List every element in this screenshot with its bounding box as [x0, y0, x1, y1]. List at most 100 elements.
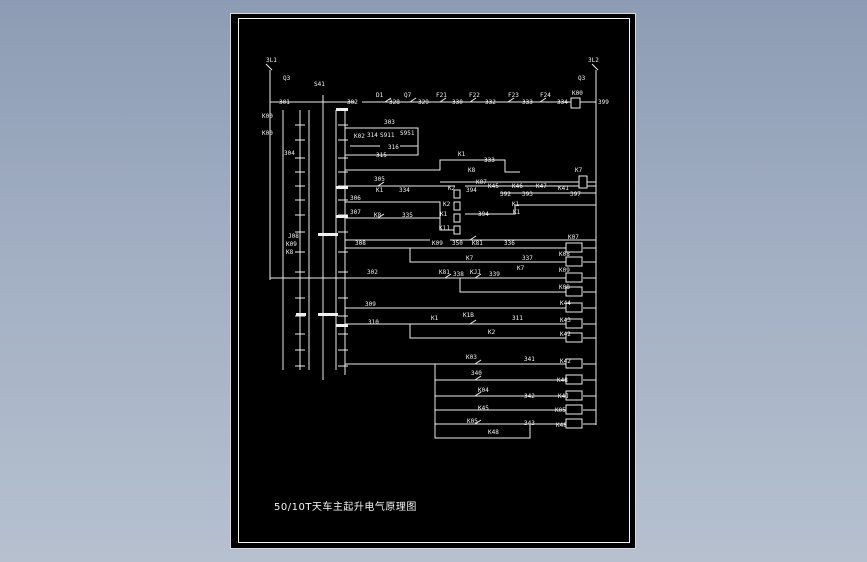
component-label: K43	[560, 317, 571, 324]
component-label: 309	[365, 301, 376, 308]
component-label: K48	[556, 422, 567, 429]
component-label: K03	[466, 354, 477, 361]
component-label: 302	[347, 99, 358, 106]
component-label: 301	[279, 99, 290, 106]
component-label: 306	[350, 195, 361, 202]
component-label: K8	[468, 167, 476, 174]
component-label: 303	[384, 119, 395, 126]
component-label: 337	[522, 255, 533, 262]
component-label: 397	[570, 191, 581, 198]
component-label: 314	[367, 132, 378, 139]
component-label: K05	[467, 418, 478, 425]
component-label: 329	[418, 99, 429, 106]
component-label: 350	[452, 240, 463, 247]
component-label: 328	[389, 99, 400, 106]
component-label: S41	[314, 81, 325, 88]
component-label: K00	[572, 90, 583, 97]
component-label: F24	[540, 92, 551, 99]
component-label: J08	[288, 233, 299, 240]
component-label: K4J	[558, 393, 569, 400]
terminal-dots	[296, 108, 348, 327]
component-label: S951	[400, 130, 415, 137]
component-label: S911	[380, 132, 395, 139]
component-label: K09	[559, 267, 570, 274]
drawing-title: 50/10T天车主起升电气原理图	[274, 500, 417, 513]
component-label: K48	[488, 429, 499, 436]
component-label: K00	[262, 130, 273, 137]
component-label: Q3	[283, 75, 291, 82]
component-label: K1	[376, 187, 384, 194]
component-label: K1	[512, 201, 520, 208]
supply-breaks	[265, 63, 599, 71]
component-label: K00	[262, 113, 273, 120]
component-label: 335	[402, 212, 413, 219]
component-label: K7	[575, 167, 583, 174]
component-label: 302	[367, 269, 378, 276]
component-label: 307	[350, 209, 361, 216]
component-label: K45	[478, 405, 489, 412]
component-label: Q3	[578, 75, 586, 82]
component-label: Q7	[404, 92, 412, 99]
component-label: K2	[448, 185, 456, 192]
component-label: 333	[522, 99, 533, 106]
relay-coils	[453, 97, 588, 429]
component-label: K08	[559, 284, 570, 291]
component-label: K07	[568, 234, 579, 241]
component-label: K81	[472, 240, 483, 247]
component-label: K09	[286, 241, 297, 248]
coil-k07	[565, 242, 583, 253]
component-label: 342	[524, 393, 535, 400]
component-label: 3L1	[266, 57, 277, 64]
component-label: 341	[524, 356, 535, 363]
schematic-wiring	[265, 63, 599, 439]
component-label: 340	[471, 370, 482, 377]
component-label: K7	[517, 265, 525, 272]
component-label: K1	[513, 209, 521, 216]
component-label: K41	[558, 185, 569, 192]
component-label: K1B	[463, 312, 474, 319]
component-label: F22	[469, 92, 480, 99]
component-label: 3L2	[588, 57, 599, 64]
component-label: 316	[388, 144, 399, 151]
component-label: 315	[376, 152, 387, 159]
component-label: K42	[560, 331, 571, 338]
component-label: 332	[485, 99, 496, 106]
component-label: K2	[443, 201, 451, 208]
component-label: 339	[489, 271, 500, 278]
component-label: 305	[374, 176, 385, 183]
component-label: K42	[560, 358, 571, 365]
component-label: K48	[557, 377, 568, 384]
coil-k00	[570, 97, 581, 109]
component-label: 336	[504, 240, 515, 247]
component-label: 392	[500, 191, 511, 198]
component-label: K1	[440, 211, 448, 218]
component-label: K08	[559, 251, 570, 258]
component-label: K2	[488, 329, 496, 336]
component-label: KJJ	[470, 269, 481, 276]
component-label: 311	[512, 315, 523, 322]
component-label: 310	[368, 319, 379, 326]
component-label: 308	[355, 240, 366, 247]
component-label: K1	[458, 151, 466, 158]
component-label: 334	[557, 99, 568, 106]
component-label: 343	[524, 420, 535, 427]
component-label: K7	[466, 255, 474, 262]
component-label: K02	[354, 133, 365, 140]
component-label: 394	[466, 187, 477, 194]
component-label: K1J	[439, 225, 450, 232]
component-label: K45	[488, 183, 499, 190]
drawing-border	[238, 18, 630, 543]
component-label: K81	[439, 269, 450, 276]
coil-k7	[578, 175, 588, 189]
component-label: D1	[376, 92, 384, 99]
component-label: 399	[598, 99, 609, 106]
component-label: K09	[432, 240, 443, 247]
component-label: 330	[452, 99, 463, 106]
component-label: 334	[399, 187, 410, 194]
component-label: K8	[286, 249, 294, 256]
